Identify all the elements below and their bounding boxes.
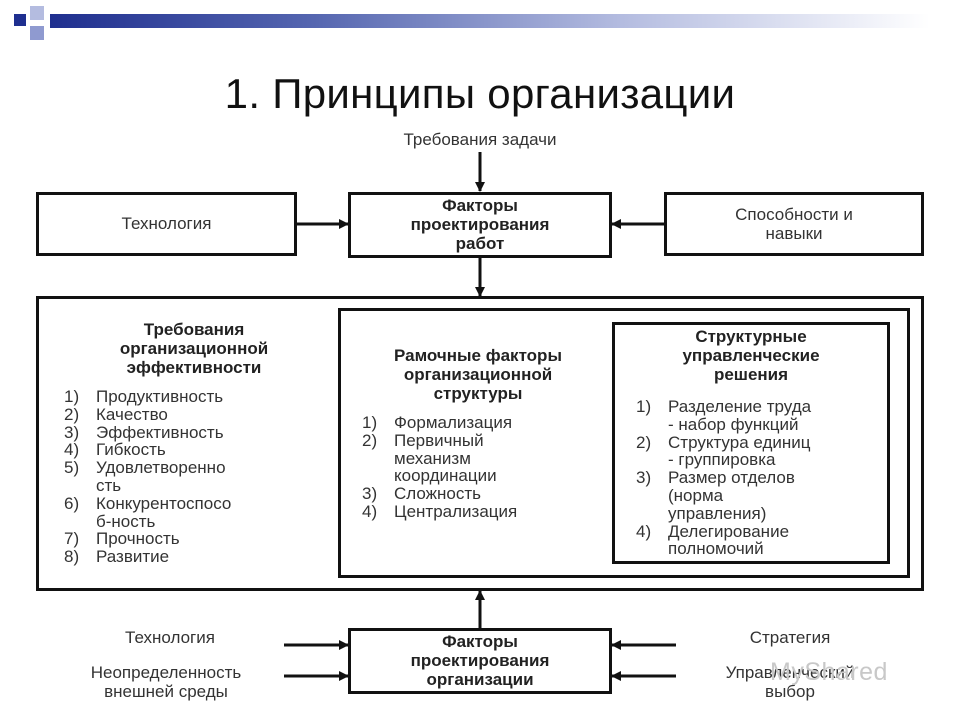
technology-label: Технология xyxy=(121,214,212,233)
list-item: 3)Размер отделов (норма управления) xyxy=(636,468,795,523)
list-item: 8)Развитие xyxy=(64,547,170,567)
task-requirements-label: Требования задачи xyxy=(403,130,557,149)
list-item: 4)Централизация xyxy=(362,501,518,521)
list-item: 2)Первичный механизм координации xyxy=(362,430,497,486)
skills-label: Способности и навыки xyxy=(735,205,853,243)
org-design-factors-label: Факторы проектирования организации xyxy=(410,632,550,689)
work-design-factors-label: Факторы проектирования работ xyxy=(410,196,550,253)
list-item: 4)Делегирование полномочий xyxy=(636,521,790,559)
list-item: 4)Гибкость xyxy=(64,440,166,460)
management-choice-label: Управленческий выбор xyxy=(725,663,855,701)
structural-decisions-heading: Структурные управленческие решения xyxy=(682,327,820,384)
framework-factors-heading: Рамочные факторы организационной структу… xyxy=(394,346,562,403)
efficiency-requirements-heading: Требования организационной эффективности xyxy=(119,320,269,377)
bottom-technology-label: Технология xyxy=(125,628,215,647)
list-item: 2)Качество xyxy=(64,404,168,424)
header-square-dark xyxy=(14,14,26,26)
list-item: 5)Удовлетворенно сть xyxy=(64,458,226,495)
environment-uncertainty-label: Неопределенность внешней среды xyxy=(90,663,242,701)
org-design-factors-box xyxy=(348,628,612,694)
list-item: 1)Продуктивность xyxy=(64,387,224,406)
list-item: 6)Конкурентоспосо б-ность xyxy=(64,493,232,531)
header-gradient-bar xyxy=(50,14,930,28)
list-item: 2)Структура единиц - группировка xyxy=(636,432,811,470)
efficiency-requirements-list: 1)Продуктивность 2)Качество 3)Эффективно… xyxy=(64,388,334,566)
header-square-mid xyxy=(30,26,44,40)
list-item: 1)Разделение труда - набор функций xyxy=(636,397,812,434)
watermark: MyShared xyxy=(770,658,888,686)
skills-box xyxy=(664,192,924,256)
structural-decisions-list: 1)Разделение труда - набор функций 2)Стр… xyxy=(636,398,888,558)
list-item: 3)Эффективность xyxy=(64,422,224,442)
slide-title: 1. Принципы организации xyxy=(224,70,736,117)
framework-factors-list: 1)Формализация 2)Первичный механизм коор… xyxy=(362,414,608,521)
header-square-light xyxy=(30,6,44,20)
list-item: 7)Прочность xyxy=(64,529,180,549)
work-design-factors-box xyxy=(348,192,612,258)
technology-box xyxy=(36,192,297,256)
strategy-label: Стратегия xyxy=(749,628,831,647)
list-item: 3)Сложность xyxy=(362,484,482,504)
structural-decisions-box xyxy=(612,322,890,564)
list-item: 1)Формализация xyxy=(362,413,513,432)
